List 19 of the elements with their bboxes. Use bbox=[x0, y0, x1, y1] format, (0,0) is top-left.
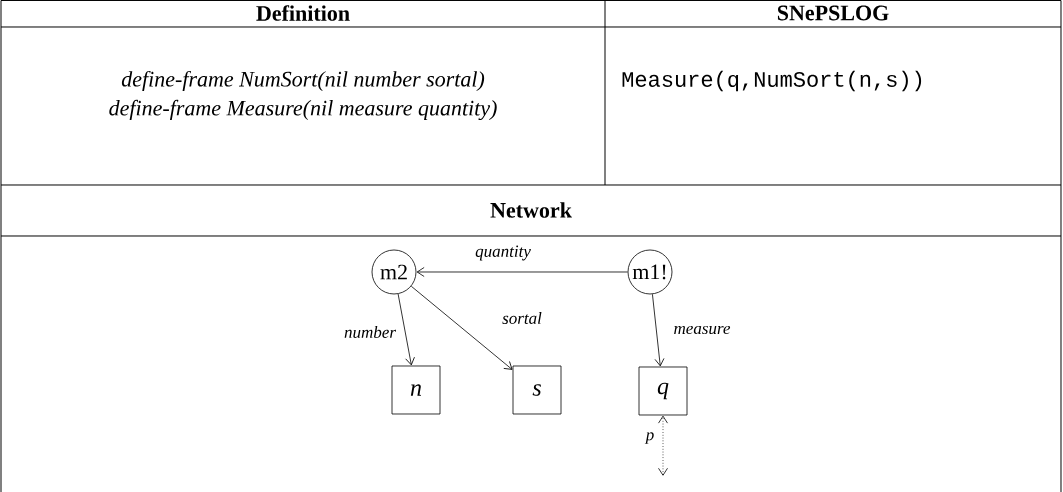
definition-text: define-frame NumSort(nil number sortal) bbox=[121, 70, 485, 92]
node-box: q bbox=[638, 366, 688, 416]
node-box: s bbox=[512, 365, 562, 415]
arrow bbox=[397, 293, 415, 366]
edge-label: sortal bbox=[501, 311, 543, 325]
code-text: Measure(q,NumSort(n,s)) bbox=[622, 70, 922, 92]
arrow bbox=[652, 293, 665, 367]
column-header: SNePSLOG bbox=[777, 5, 889, 21]
arrow bbox=[658, 415, 668, 476]
column-header: Definition bbox=[256, 5, 350, 21]
edge-label: number bbox=[343, 325, 397, 339]
definition-text: define-frame Measure(nil measure quantity) bbox=[109, 99, 497, 121]
edge-label: quantity bbox=[474, 244, 532, 262]
arrow bbox=[410, 285, 513, 370]
arrow bbox=[416, 267, 628, 277]
edge-label: p bbox=[644, 431, 656, 445]
section-header: Network bbox=[490, 202, 572, 218]
node-box: n bbox=[391, 365, 441, 415]
edge-label: measure bbox=[672, 324, 732, 336]
